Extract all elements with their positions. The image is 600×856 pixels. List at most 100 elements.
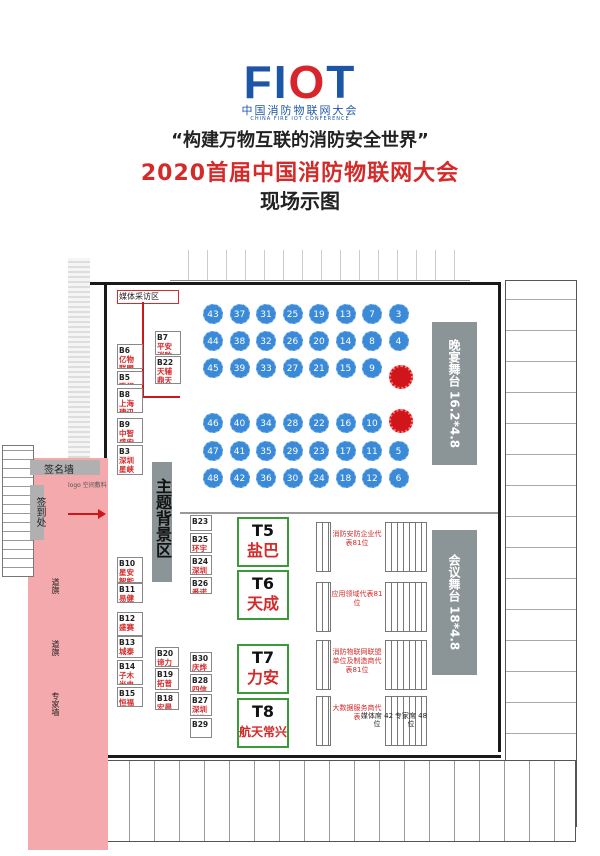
table-37: 37	[229, 304, 250, 324]
sign-wall	[30, 460, 100, 475]
booth-id: B3	[119, 447, 130, 456]
inner-divider	[180, 512, 498, 514]
booth-id: B30	[192, 654, 209, 663]
booth-id: B18	[157, 694, 174, 703]
booth-name: 中智盛安	[119, 429, 134, 443]
table-11: 11	[362, 441, 382, 461]
meeting-stage-size: 18*4.8	[447, 606, 462, 651]
booth-name: 航天常兴	[239, 725, 288, 739]
booth-name: 四信	[192, 685, 207, 692]
booth-name: 谛力科技	[157, 658, 172, 667]
logo-chinese-name: 中国消防物联网大会	[241, 104, 359, 117]
table-45: 45	[203, 358, 223, 378]
bottom-rooms	[104, 760, 576, 842]
table-36: 36	[256, 468, 276, 488]
logo-text-fi: FI	[243, 56, 289, 108]
flow-line-media	[142, 302, 144, 397]
booth-b7: B7平安消防	[155, 331, 181, 355]
booth-name: 腾视科	[119, 382, 141, 384]
booth-id: B5	[119, 373, 130, 382]
table-31: 31	[256, 304, 276, 324]
media-area-label: 媒体采访区	[119, 292, 159, 301]
booth-name: 星安智能	[119, 568, 134, 583]
booth-id: B10	[119, 559, 136, 568]
booth-name: 城泰	[119, 647, 134, 656]
table-5: 5	[388, 441, 409, 461]
fiot-logo: FIOT	[0, 55, 600, 109]
table-24: 24	[309, 468, 329, 488]
table-38: 38	[229, 331, 250, 351]
table-48: 48	[203, 468, 223, 488]
table-47: 47	[203, 441, 223, 461]
seat-block-label-4: 大数据服务商代表	[332, 704, 382, 721]
booth-name: 拓普索尔	[157, 679, 172, 689]
seat-block-right-4	[385, 696, 427, 746]
booth-name: 深圳智慧	[192, 566, 207, 575]
sign-in-desk	[30, 485, 44, 540]
theme-wall-label: 主题背景区	[153, 478, 172, 558]
booth-name: 悉诺	[192, 588, 207, 594]
seat-block-right-1	[385, 522, 427, 572]
table-21: 21	[309, 358, 329, 378]
booth-id: B26	[192, 579, 209, 588]
seat-block-left-3	[316, 640, 331, 690]
seat-block-right-3	[385, 640, 427, 690]
booth-id: B29	[192, 720, 209, 729]
table-22: 22	[309, 413, 329, 433]
seat-block-label-3: 消防物联网联盟单位及制造商代表81位	[332, 648, 382, 674]
table-44: 44	[203, 331, 223, 351]
table-6: 6	[388, 468, 409, 488]
table-8: 8	[362, 331, 382, 351]
sign-wall-label: 签名墙	[44, 465, 74, 476]
table-3: 3	[388, 304, 409, 324]
banquet-stage-label: 晚宴舞台	[447, 338, 461, 387]
flag-label-2: 道旗	[51, 640, 60, 656]
booth-id: T7	[251, 648, 275, 667]
booth-id: B8	[119, 390, 130, 399]
table-7: 7	[362, 304, 382, 324]
banquet-stage-size: 16.2*4.8	[447, 390, 462, 449]
conference-title: 2020首届中国消防物联网大会	[140, 161, 460, 186]
table-13: 13	[335, 304, 356, 324]
booth-id: B28	[192, 676, 209, 685]
booth-id: B27	[192, 696, 209, 705]
meeting-stage: 会议舞台 18*4.8	[432, 530, 477, 675]
table-14: 14	[335, 331, 356, 351]
expert-seats-label: 专家席 48位	[394, 712, 428, 728]
table-39: 39	[229, 358, 250, 378]
table-29: 29	[282, 441, 303, 461]
booth-id: B23	[192, 517, 209, 526]
booth-id: B25	[192, 535, 209, 544]
table-46: 46	[203, 413, 223, 433]
vip-table-2	[389, 409, 413, 433]
table-41: 41	[229, 441, 250, 461]
table-17: 17	[335, 441, 356, 461]
booth-id: T8	[251, 702, 275, 721]
seat-block-label-1: 消防安防企业代表81位	[332, 530, 382, 547]
booth-b19: B19拓普索尔	[155, 668, 179, 690]
booth-name: 平安消防	[157, 342, 172, 354]
table-4: 4	[388, 331, 409, 351]
booth-name: 天成	[246, 594, 279, 613]
booth-b27: B27深圳前海普	[190, 694, 212, 716]
booth-name: 恒福	[119, 698, 134, 707]
theme-wall	[152, 462, 172, 582]
table-26: 26	[282, 331, 303, 351]
banquet-stage: 晚宴舞台 16.2*4.8	[432, 322, 477, 465]
booth-id: B12	[119, 614, 136, 623]
booth-id: B15	[119, 689, 136, 698]
booth-b20: B20谛力科技	[155, 647, 179, 667]
floor-plan	[0, 250, 600, 850]
table-10: 10	[362, 413, 382, 433]
map-subtitle: 现场示图	[260, 189, 340, 213]
seat-block-left-1	[316, 522, 331, 572]
booth-name: 深圳星峡	[119, 456, 134, 474]
seat-block-label-2: 应用领域代表81位	[331, 590, 383, 607]
